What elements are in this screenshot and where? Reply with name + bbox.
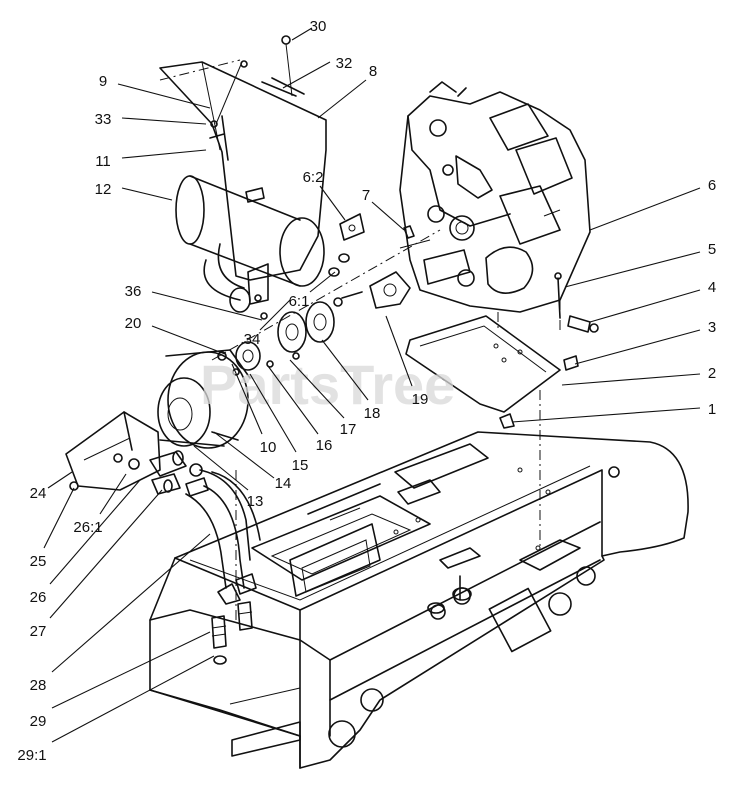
callout-label: 11 <box>95 153 111 170</box>
leader-line <box>193 445 249 491</box>
leader-line <box>151 325 226 355</box>
leader-line <box>291 27 313 41</box>
callout-label: 12 <box>95 181 112 198</box>
callout-label: 6 <box>708 177 716 194</box>
callout-label: 4 <box>708 279 716 296</box>
leader-line <box>282 61 331 89</box>
callout-label: 13 <box>247 493 264 510</box>
leader-line <box>321 339 369 401</box>
leader-line <box>259 299 291 331</box>
callout-label: 28 <box>30 677 47 694</box>
leader-line <box>51 631 211 709</box>
engine-fasteners <box>403 225 599 429</box>
callout-label: 6:2 <box>303 169 324 186</box>
assembly-centerlines <box>159 59 561 620</box>
callout-label: 16 <box>316 437 333 454</box>
callout-label: 1 <box>708 401 716 418</box>
leader-line <box>317 79 367 119</box>
callout-label: 26 <box>30 589 47 606</box>
engine-mounting-plate <box>405 315 561 413</box>
leader-line <box>151 291 263 321</box>
leader-line <box>267 365 319 435</box>
leader-line <box>99 473 127 515</box>
callout-label: 32 <box>336 55 353 72</box>
callout-label: 10 <box>260 439 277 456</box>
leader-line <box>249 373 297 453</box>
watermark-text: PartsTree <box>200 353 455 416</box>
callout-label: 33 <box>95 111 112 128</box>
callout-label: 7 <box>362 187 370 204</box>
callout-label: 25 <box>30 553 47 570</box>
leader-line <box>43 487 75 549</box>
leader-line <box>49 489 163 619</box>
callout-label: 29 <box>30 713 47 730</box>
callout-label: 8 <box>369 63 377 80</box>
leader-line <box>121 187 173 201</box>
leader-line <box>574 329 701 365</box>
leader-line <box>51 533 211 673</box>
leader-line <box>49 479 141 585</box>
callout-label: 17 <box>340 421 357 438</box>
leader-line <box>319 185 346 221</box>
leader-line <box>121 117 207 125</box>
engine <box>399 81 591 313</box>
callout-label: 14 <box>275 475 292 492</box>
leader-line <box>589 187 701 231</box>
leader-line <box>564 251 701 288</box>
callout-label: 30 <box>310 18 327 35</box>
hydraulic-hoses <box>185 469 261 605</box>
leader-line <box>51 655 215 743</box>
callout-label: 5 <box>708 241 716 258</box>
leader-line <box>231 363 263 435</box>
leader-line <box>117 83 211 109</box>
hose-fittings <box>149 450 209 497</box>
callout-label: 2 <box>708 365 716 382</box>
leader-line <box>47 471 73 489</box>
lower-fittings <box>211 601 253 665</box>
callout-label: 3 <box>708 319 716 336</box>
callout-label: 36 <box>125 283 142 300</box>
callout-label: 19 <box>412 391 429 408</box>
hydraulic-pump <box>65 411 161 491</box>
callout-label: 24 <box>30 485 47 502</box>
leader-line <box>309 271 336 293</box>
muffler <box>175 115 325 313</box>
leader-line <box>589 289 701 323</box>
leader-line <box>213 431 275 479</box>
callout-label: 27 <box>30 623 47 640</box>
callout-label: 34 <box>244 331 261 348</box>
leader-line <box>511 407 701 423</box>
muffler-heat-shield <box>159 61 327 281</box>
pump-housing <box>157 349 251 449</box>
leader-line <box>385 315 413 387</box>
callout-label: 18 <box>364 405 381 422</box>
callout-label: 29:1 <box>17 747 46 764</box>
leader-line <box>289 359 345 419</box>
leader-line <box>121 149 207 159</box>
callout-label: 9 <box>99 73 107 90</box>
exhaust-flanges <box>235 213 411 371</box>
chassis-frame <box>149 431 689 769</box>
callout-label: 6:1 <box>289 293 310 310</box>
callout-label: 15 <box>292 457 309 474</box>
leader-line <box>561 373 701 386</box>
muffler-fasteners <box>210 35 293 320</box>
callout-label: 20 <box>125 315 142 332</box>
leader-line <box>371 201 405 231</box>
